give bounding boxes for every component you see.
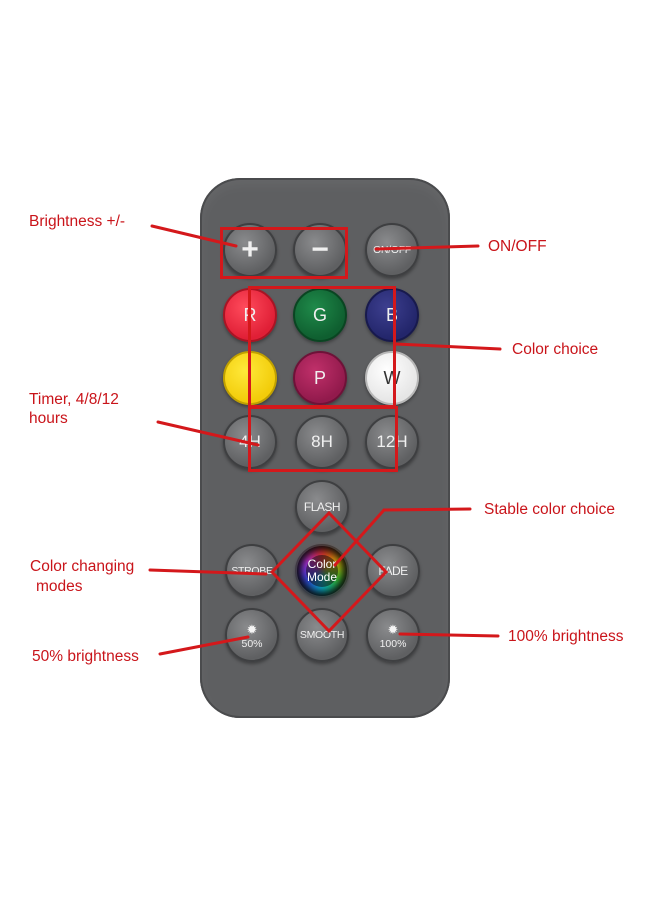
timer-12h-label: 12H [376,432,408,451]
on-off-button[interactable]: ON/OFF [365,223,419,277]
color-red-button[interactable]: R [223,288,277,342]
plus-label: + [241,233,259,266]
color-blue-button[interactable]: B [365,288,419,342]
timer-12h-button[interactable]: 12H [365,415,419,469]
smooth-button[interactable]: SMOOTH [295,608,349,662]
callout-modes-line1: Color changing [30,558,135,575]
color-white-button[interactable]: W [365,351,419,405]
brightness-plus-button[interactable]: + [223,223,277,277]
brightness-50-button[interactable]: ✹ 50% [225,608,279,662]
fade-button[interactable]: FADE [366,544,420,598]
strobe-label: STROBE [231,565,273,577]
brightness-50-label: 50% [241,637,263,650]
timer-8h-label: 8H [311,432,333,451]
red-label: R [243,304,257,325]
fade-label: FADE [378,564,408,578]
blue-label: B [385,304,398,325]
color-mode-button[interactable]: Color Mode [295,544,349,598]
timer-4h-label: 4H [239,432,261,451]
timer-4h-button[interactable]: 4H [223,415,277,469]
callout-onoff: ON/OFF [488,238,547,255]
flash-button[interactable]: FLASH [295,480,349,534]
dim-bulb-icon: ✹ [246,621,258,637]
color-green-button[interactable]: G [293,288,347,342]
flash-label: FLASH [303,500,341,514]
callout-stable-color: Stable color choice [484,501,615,518]
callout-color-choice: Color choice [512,341,599,358]
callout-brightness: Brightness +/- [29,213,126,230]
on-off-label: ON/OFF [373,244,411,256]
callout-50-brightness: 50% brightness [32,648,139,665]
purple-label: P [313,367,326,388]
brightness-100-button[interactable]: ✹ 100% [366,608,420,662]
callout-timer-line2: hours [29,410,68,427]
callout-modes-line2: modes [36,578,83,595]
callout-timer-line1: Timer, 4/8/12 [29,391,119,408]
strobe-button[interactable]: STROBE [225,544,279,598]
brightness-100-label: 100% [379,637,407,650]
brightness-minus-button[interactable]: − [293,223,347,277]
white-label: W [383,367,401,388]
color-mode-line2: Mode [306,570,338,584]
callout-100-brightness: 100% brightness [508,628,624,645]
minus-label: − [311,233,329,266]
bright-bulb-icon: ✹ [387,621,399,637]
smooth-label: SMOOTH [299,629,345,641]
green-label: G [312,304,327,325]
color-purple-button[interactable]: P [293,351,347,405]
timer-8h-button[interactable]: 8H [295,415,349,469]
remote-control: + − ON/OFF R G B P W 4H 8H 12H FLASH STR… [200,178,450,718]
color-yellow-button[interactable] [223,351,277,405]
